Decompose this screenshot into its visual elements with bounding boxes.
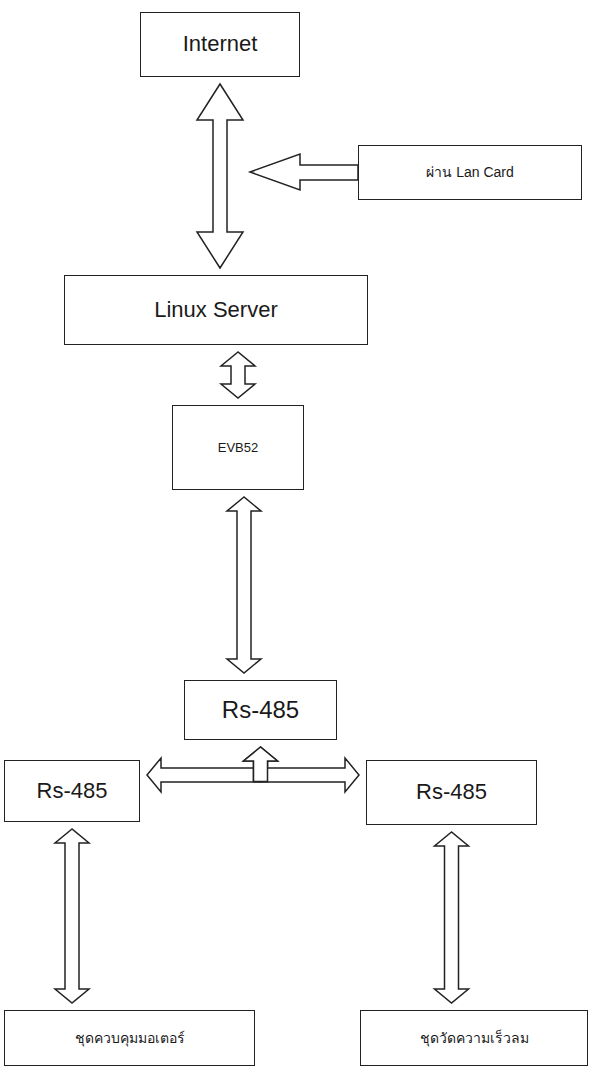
connector-arrow	[435, 832, 469, 1003]
connector-arrow	[147, 747, 278, 792]
box-label: Rs-485	[37, 778, 108, 804]
arrow-shape	[227, 497, 261, 673]
device-box: ชุดวัดความเร็วลม	[360, 1010, 588, 1066]
connector-arrow	[197, 84, 243, 268]
connector-arrow	[244, 747, 360, 792]
box-label: EVB52	[218, 440, 258, 456]
interface-box: Rs-485	[4, 760, 140, 822]
box-label: ผ่าน Lan Card	[426, 164, 513, 181]
connector-arrow	[221, 352, 255, 398]
arrow-shape	[55, 829, 89, 1003]
arrow-shape	[261, 758, 360, 792]
pointer-arrow	[250, 154, 358, 190]
box-label: Rs-485	[222, 696, 299, 725]
arrow-shape	[197, 84, 243, 268]
box-label: Linux Server	[154, 297, 278, 323]
box-label: ชุดควบคุมมอเตอร์	[75, 1030, 185, 1047]
interface-box: Rs-485	[184, 680, 337, 740]
note-box: ผ่าน Lan Card	[358, 145, 582, 200]
box-label: Rs-485	[416, 779, 487, 805]
interface-box: Rs-485	[366, 760, 537, 825]
arrow-shape	[221, 352, 255, 398]
arrow-shape	[147, 758, 261, 792]
box-label: ชุดวัดความเร็วลม	[420, 1030, 529, 1047]
box-label: Internet	[183, 31, 258, 57]
arrow-shape	[244, 747, 278, 782]
network-box: Internet	[140, 12, 300, 77]
board-box: EVB52	[172, 405, 304, 490]
arrow-shape	[435, 832, 469, 1003]
connector-arrow	[55, 829, 89, 1003]
server-box: Linux Server	[64, 275, 368, 345]
device-box: ชุดควบคุมมอเตอร์	[4, 1010, 255, 1066]
connector-arrow	[227, 497, 261, 673]
